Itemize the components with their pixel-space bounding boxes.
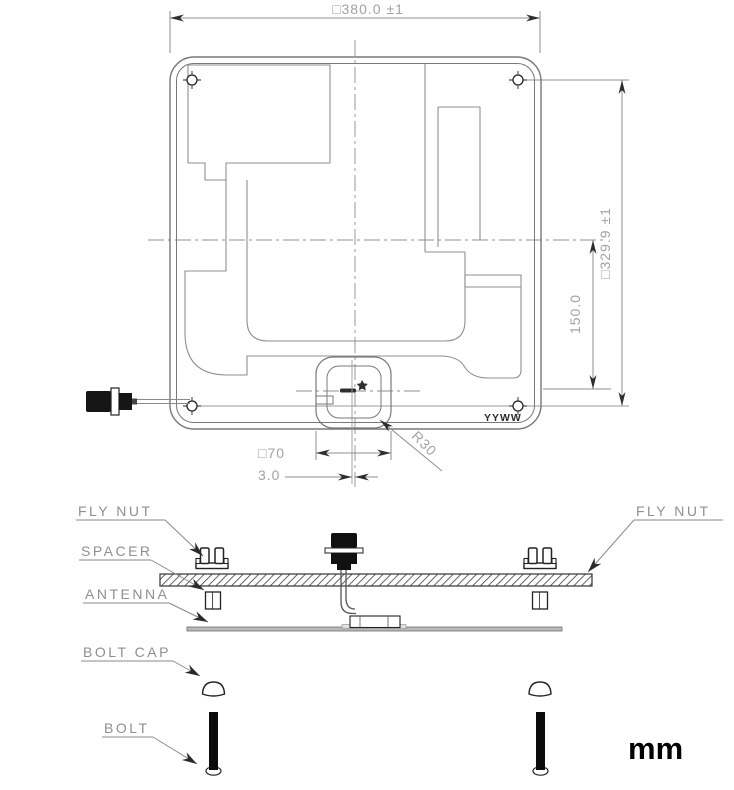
top-view: □380.0 ±1 □329.9 ±1 150.0 (86, 1, 629, 487)
antenna-trace-pattern (184, 64, 522, 379)
fly-nut-right-label: FLY NUT (636, 503, 711, 519)
square-spacer-left (204, 591, 222, 610)
units-label: mm (628, 731, 683, 766)
connector-body (86, 391, 111, 412)
corner-screw-top-right (509, 71, 527, 89)
bolt-left-part (205, 712, 222, 776)
date-code-text: YYWW (484, 412, 522, 424)
square-spacer-right (531, 591, 549, 610)
dimension-feed-square: □70 (258, 431, 392, 461)
corner-screw-bottom-right (509, 397, 527, 415)
dimension-overall-width: □380.0 ±1 (169, 1, 541, 53)
bolt-cap-right-part (528, 681, 552, 697)
dim-feed-square-text: □70 (258, 445, 285, 461)
dim-overall-width-text: □380.0 ±1 (332, 1, 404, 17)
label-bolt: BOLT (102, 720, 198, 765)
dim-mounting-pitch-text: □329.9 ±1 (597, 207, 613, 279)
antenna-label: ANTENNA (85, 586, 169, 602)
exploded-view: FLY NUT FLY NUT SPACER ANTENNA BOLT CAP … (76, 503, 723, 776)
coax-cable (340, 570, 356, 615)
plate-inner-outline (176, 63, 535, 423)
leader-line (587, 519, 635, 573)
leader-line (152, 736, 198, 765)
dimension-mounting-pitch: □329.9 ±1 (524, 79, 629, 406)
connector-nut (119, 393, 132, 410)
antenna-plate (186, 615, 563, 632)
label-fly-nut-right: FLY NUT (587, 503, 723, 573)
leader-line (379, 419, 443, 472)
bolt-right-part (532, 712, 549, 776)
dimension-feed-offset: 150.0 (543, 240, 611, 390)
feed-inner-square (326, 365, 382, 419)
panel-connector (86, 387, 190, 416)
spacer-label: SPACER (81, 543, 153, 559)
dimension-feed-lateral-offset: 3.0 (258, 467, 378, 483)
center-connector (324, 533, 364, 615)
bolt-cap-label: BOLT CAP (83, 644, 171, 660)
leader-line (150, 559, 205, 591)
fly-nut-right-part (523, 547, 557, 570)
feed-tab (316, 395, 334, 405)
fly-nut-left-label: FLY NUT (78, 503, 153, 519)
corner-screw-top-left (183, 71, 201, 89)
connector-cable (137, 399, 190, 404)
fly-nut-left-part (195, 547, 229, 570)
label-bolt-cap: BOLT CAP (81, 644, 201, 677)
dim-feed-offset-text: 150.0 (567, 294, 583, 334)
connector-pin (132, 398, 137, 405)
dim-corner-radius-text: R30 (409, 428, 441, 460)
leader-line (172, 660, 201, 677)
leader-line (168, 602, 209, 623)
bolt-cap-left-part (201, 681, 226, 697)
label-fly-nut-left: FLY NUT (76, 503, 204, 557)
spacer-bar (159, 573, 593, 587)
feed-box (349, 615, 401, 629)
dimension-corner-radius: R30 (379, 419, 443, 472)
leader-line (164, 519, 204, 557)
bolt-label: BOLT (104, 720, 150, 736)
label-antenna: ANTENNA (83, 586, 209, 623)
dim-feed-lateral-offset-text: 3.0 (258, 467, 280, 483)
feed-outer-square (315, 356, 392, 429)
feed-area (315, 356, 392, 484)
label-spacer: SPACER (79, 543, 205, 591)
connector-flange (110, 387, 120, 416)
extension-line (315, 431, 392, 460)
plate-outer-outline (169, 56, 542, 430)
